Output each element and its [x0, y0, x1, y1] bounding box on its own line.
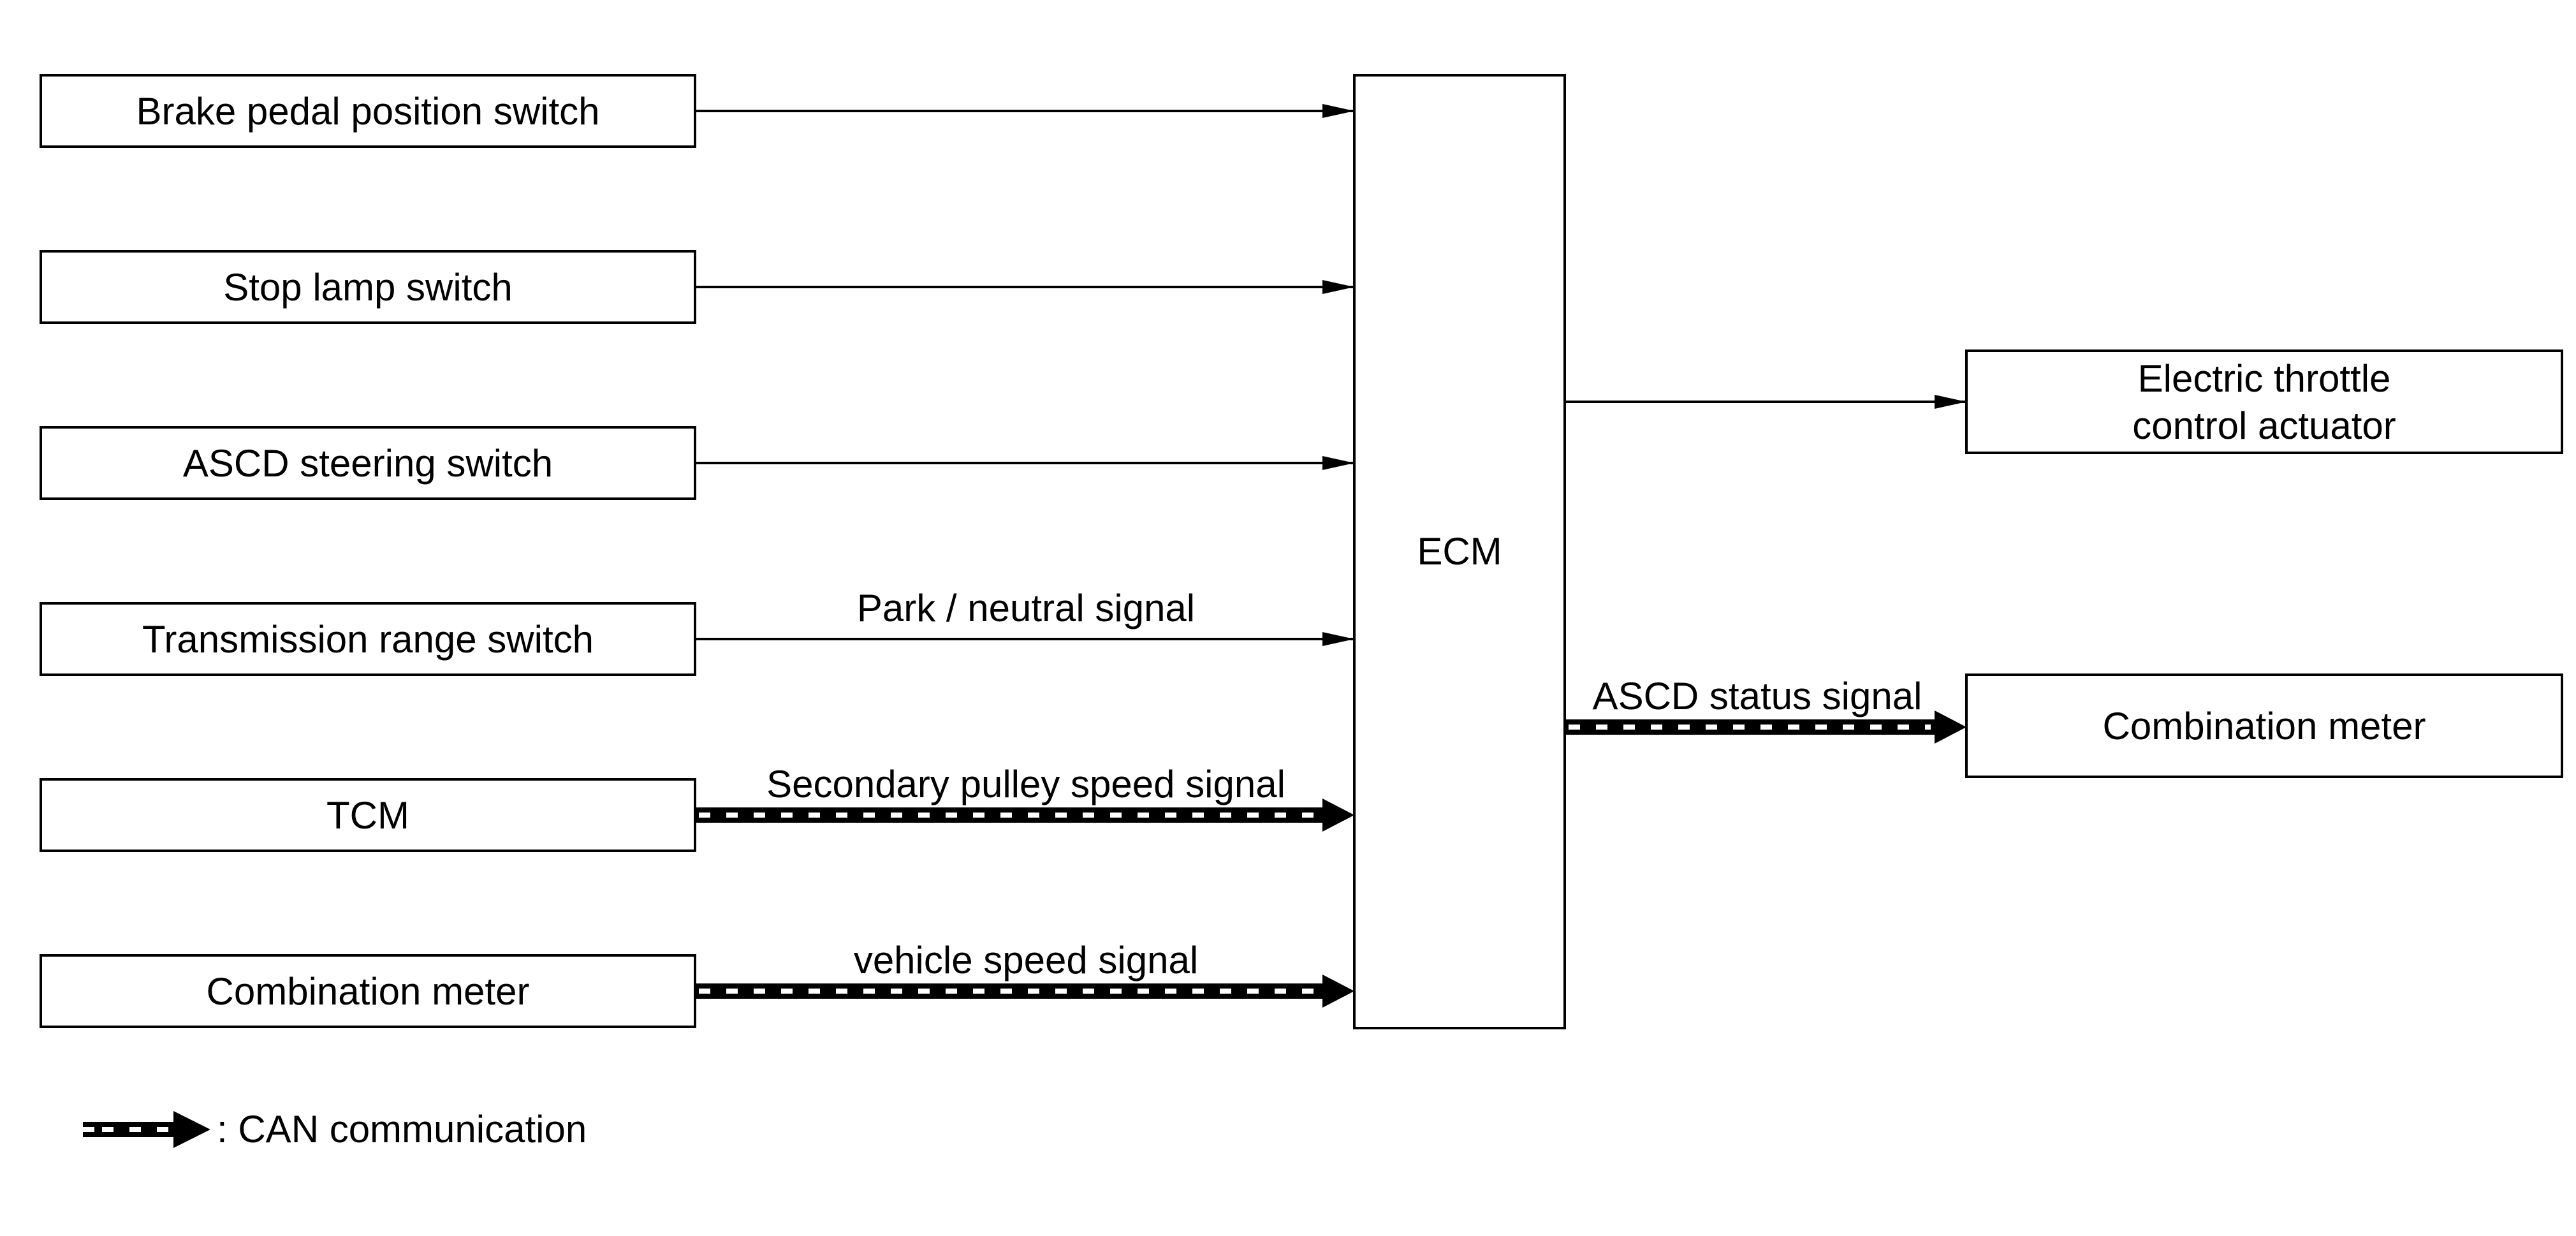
input-block: Combination meter vehicle speed signal	[40, 939, 1354, 1028]
input-block: Brake pedal position switch	[40, 74, 1354, 148]
input-box	[40, 250, 696, 324]
output-signal-label: ASCD status signal	[1593, 675, 1922, 717]
input-label: ASCD steering switch	[183, 442, 553, 485]
output-label: Electric throttle	[2138, 357, 2391, 400]
ecm-box	[1353, 74, 1566, 1029]
input-connector-arrowhead-icon	[1322, 975, 1354, 1008]
input-box	[40, 74, 696, 148]
output-label: control actuator	[2132, 404, 2396, 447]
input-signal-label: vehicle speed signal	[854, 939, 1198, 982]
output-block: Combination meter ASCD status signal	[1565, 673, 2563, 778]
input-label: Brake pedal position switch	[136, 90, 599, 133]
legend-text: : CAN communication	[217, 1108, 587, 1151]
output-label: Combination meter	[2103, 705, 2426, 747]
input-block: ASCD steering switch	[40, 426, 1354, 500]
input-block: Transmission range switch Park / neutral …	[40, 587, 1354, 676]
input-block: TCM Secondary pulley speed signal	[40, 763, 1354, 852]
ecm-label: ECM	[1417, 530, 1502, 573]
input-connector-arrowhead-icon	[1322, 798, 1354, 832]
output-box	[1965, 673, 2563, 778]
input-box	[40, 778, 696, 852]
input-signal-label: Secondary pulley speed signal	[766, 763, 1285, 806]
output-connector-arrowhead-icon	[1935, 710, 1966, 744]
legend-arrowhead-icon	[173, 1111, 210, 1148]
legend: : CAN communication	[83, 1108, 587, 1151]
input-signal-label: Park / neutral signal	[857, 587, 1195, 629]
input-block: Stop lamp switch	[40, 250, 1354, 324]
input-label: Transmission range switch	[142, 618, 594, 661]
ecm-block: ECM	[1353, 74, 1566, 1029]
legend-can-symbol	[83, 1111, 210, 1148]
input-label: TCM	[326, 794, 409, 837]
output-box	[1965, 349, 2563, 454]
input-label: Stop lamp switch	[223, 266, 513, 309]
input-box	[40, 426, 696, 500]
input-label: Combination meter	[207, 970, 530, 1013]
input-box	[40, 602, 696, 676]
